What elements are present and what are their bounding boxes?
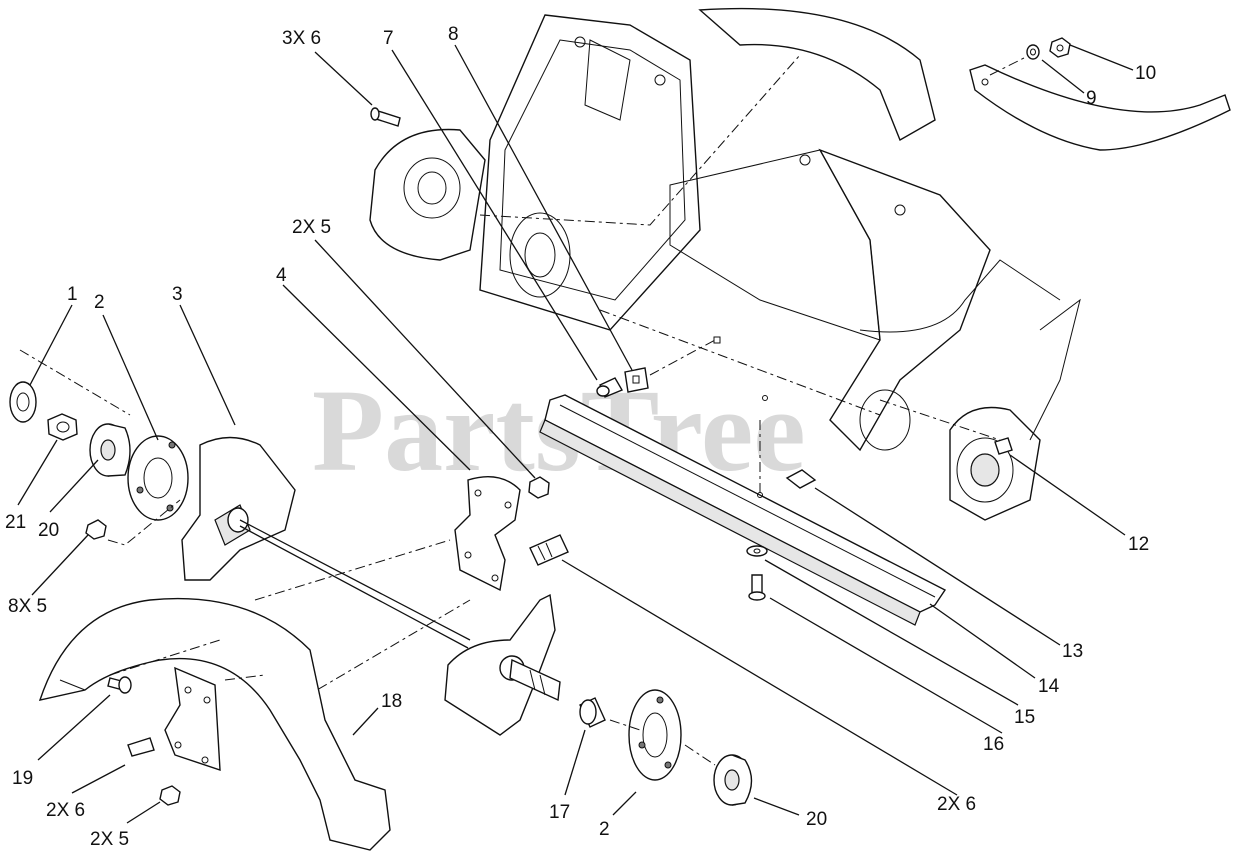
- bolt-12: [994, 437, 1013, 455]
- label-20-right: 20: [806, 809, 827, 830]
- label-14: 14: [1038, 676, 1060, 697]
- skid-bracket: [969, 54, 1231, 151]
- right-side-plate: [879, 298, 1081, 521]
- scraper-bar: [539, 394, 947, 626]
- nut-2x5-lower: [159, 785, 181, 806]
- side-plate-3: [181, 436, 296, 581]
- flange-2-right: [628, 689, 682, 781]
- bracket-4: [454, 476, 521, 592]
- bolt-2x6-upper: [529, 534, 569, 566]
- bolt-16: [748, 574, 766, 601]
- label-1: 1: [67, 284, 78, 305]
- lock-nut-10: [1049, 37, 1071, 58]
- side-plate-right: [444, 593, 561, 736]
- bolt-19: [107, 676, 132, 694]
- auger-shaft: [239, 519, 471, 649]
- label-13: 13: [1062, 641, 1083, 662]
- leader-lines: [17, 44, 1134, 824]
- washer-15: [746, 545, 768, 557]
- label-12: 12: [1128, 534, 1149, 555]
- flange-2-left: [127, 435, 189, 521]
- label-2-left: 2: [94, 292, 105, 313]
- label-8: 8: [448, 24, 459, 45]
- label-4: 4: [276, 265, 287, 286]
- lock-nut-21: [47, 413, 78, 441]
- spacer-17: [579, 697, 606, 728]
- label-8x5: 8X 5: [8, 596, 47, 617]
- bearing-20-right: [713, 754, 753, 806]
- label-2x5-upper: 2X 5: [292, 217, 331, 238]
- carriage-bolt-7: [596, 377, 624, 398]
- square-hole: [713, 336, 721, 344]
- label-7: 7: [383, 28, 394, 49]
- label-2x6-right: 2X 6: [937, 794, 976, 815]
- nut-8x5: [85, 519, 107, 540]
- label-16: 16: [983, 734, 1004, 755]
- bolt-2x6-lower: [127, 737, 155, 757]
- label-17: 17: [549, 802, 570, 823]
- auger-housing: [369, 7, 1061, 452]
- label-2x5-lower: 2X 5: [90, 829, 129, 850]
- washer-9: [1026, 44, 1040, 60]
- washer-1: [9, 381, 37, 423]
- label-3: 3: [172, 284, 183, 305]
- bearing-20-left: [89, 423, 131, 477]
- square-nut-13: [785, 469, 817, 489]
- label-9: 9: [1086, 88, 1097, 109]
- label-2x6-lower: 2X 6: [46, 800, 85, 821]
- label-10: 10: [1135, 63, 1156, 84]
- label-21: 21: [5, 512, 26, 533]
- square-nut-8: [624, 367, 649, 393]
- label-20-left: 20: [38, 520, 59, 541]
- label-3x6: 3X 6: [282, 28, 321, 49]
- label-2-right: 2: [599, 819, 610, 840]
- label-18: 18: [381, 691, 402, 712]
- screw-3x6: [370, 107, 401, 127]
- bracket-18: [164, 666, 221, 771]
- label-15: 15: [1014, 707, 1035, 728]
- label-19: 19: [12, 768, 33, 789]
- nut-2x5-upper: [528, 476, 550, 499]
